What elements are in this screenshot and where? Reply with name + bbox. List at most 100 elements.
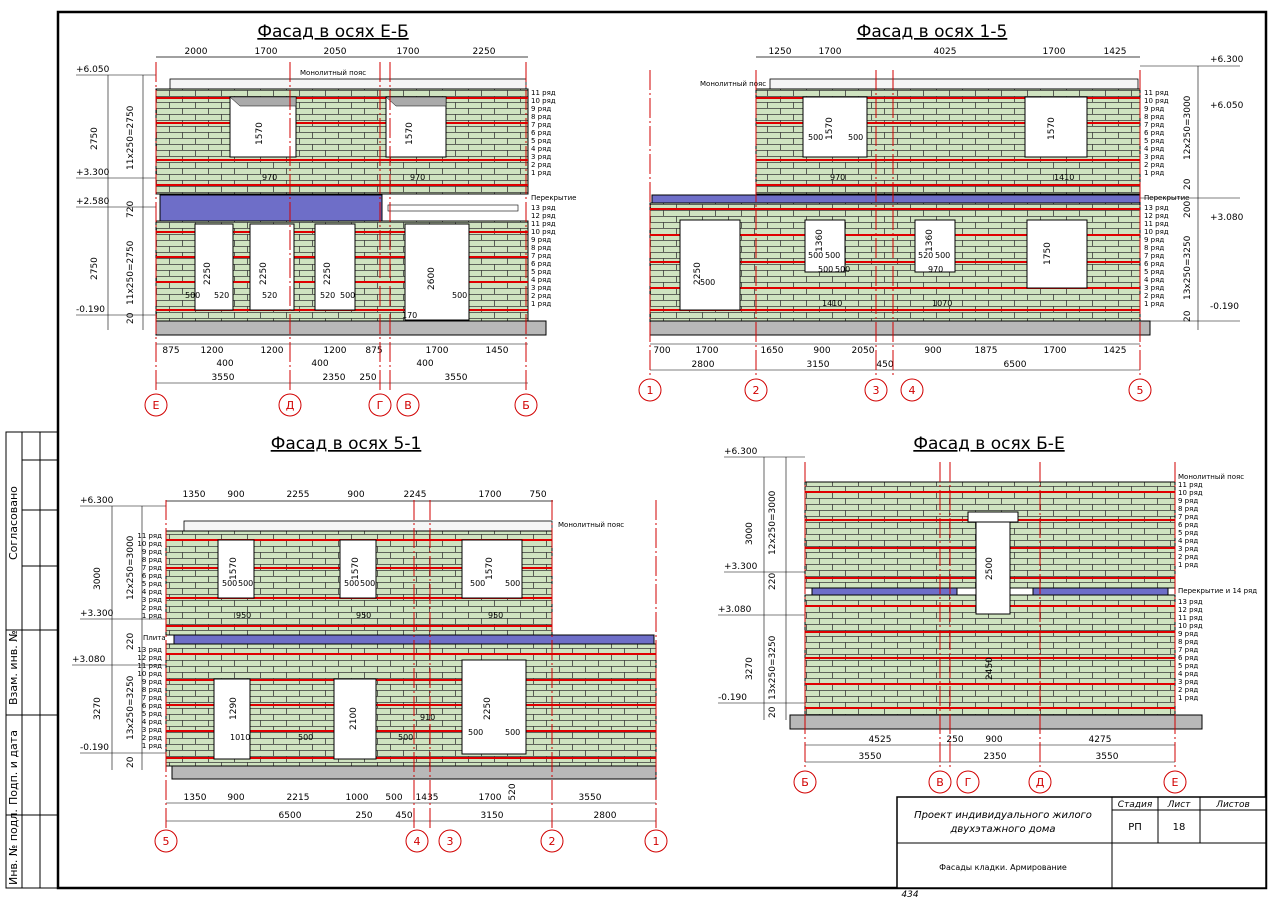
svg-text:900: 900 — [985, 735, 1002, 745]
dimension-note: 1070 — [932, 299, 952, 308]
svg-text:4525: 4525 — [869, 735, 892, 745]
svg-text:5 ряд: 5 ряд — [1144, 268, 1164, 276]
dimension-note: 500 — [505, 728, 520, 737]
svg-text:900: 900 — [813, 346, 830, 356]
dimension-note: 500 — [222, 579, 237, 588]
belt-label: Монолитный пояс — [558, 521, 624, 529]
svg-text:2050: 2050 — [852, 346, 875, 356]
dimension-note: 950 — [356, 611, 371, 620]
svg-text:4 ряд: 4 ряд — [1178, 670, 1198, 678]
svg-text:+3.300: +3.300 — [76, 168, 110, 178]
svg-text:12 ряд: 12 ряд — [531, 212, 556, 220]
axis-label: В — [404, 399, 412, 412]
svg-text:+6.050: +6.050 — [76, 65, 110, 75]
foundation — [155, 320, 547, 336]
svg-text:250: 250 — [355, 811, 372, 821]
svg-text:7 ряд: 7 ряд — [1178, 513, 1198, 521]
svg-text:13 ряд: 13 ряд — [137, 646, 162, 654]
svg-text:10 ряд: 10 ряд — [531, 97, 556, 105]
opening-sizes: 1570 1570 2250 2250 2250 2600 — [203, 122, 437, 290]
svg-text:7 ряд: 7 ряд — [1178, 646, 1198, 654]
svg-text:2250: 2250 — [203, 262, 213, 285]
svg-text:1750: 1750 — [1043, 242, 1053, 265]
svg-text:8 ряд: 8 ряд — [1144, 244, 1164, 252]
window-openings — [679, 96, 1088, 311]
svg-text:9 ряд: 9 ряд — [1144, 236, 1164, 244]
svg-text:8 ряд: 8 ряд — [142, 556, 162, 564]
svg-text:1700: 1700 — [397, 47, 420, 57]
svg-text:4025: 4025 — [934, 47, 957, 57]
svg-text:13 ряд: 13 ряд — [1144, 204, 1169, 212]
stage-value: РП — [1128, 822, 1142, 833]
svg-text:+3.300: +3.300 — [80, 609, 114, 619]
svg-text:13x250=3250: 13x250=3250 — [1183, 235, 1193, 300]
svg-text:3550: 3550 — [212, 373, 235, 383]
svg-text:+6.050: +6.050 — [1210, 101, 1244, 111]
top-dims: 1350 900 2255 900 2245 1700 750 — [183, 490, 547, 500]
svg-text:400: 400 — [216, 359, 233, 369]
svg-text:4 ряд: 4 ряд — [1144, 276, 1164, 284]
dimension-note: 500 — [298, 733, 313, 742]
facade-title: Фасад в осях 1-5 — [857, 22, 1008, 42]
svg-text:11 ряд: 11 ряд — [1144, 89, 1169, 97]
dimension-note: 520 — [918, 251, 933, 260]
dimension-note: 1410 — [1054, 173, 1074, 182]
svg-text:10 ряд: 10 ряд — [1144, 97, 1169, 105]
svg-text:1650: 1650 — [761, 346, 784, 356]
svg-text:2245: 2245 — [404, 490, 427, 500]
svg-text:+3.080: +3.080 — [718, 605, 752, 615]
svg-text:1570: 1570 — [485, 557, 495, 580]
svg-text:8 ряд: 8 ряд — [1178, 638, 1198, 646]
svg-text:11x250=2750: 11x250=2750 — [126, 240, 136, 305]
svg-text:-0.190: -0.190 — [76, 305, 105, 315]
levels: +6.300 +6.050 +3.080 -0.190 — [1140, 55, 1244, 322]
svg-text:1875: 1875 — [975, 346, 998, 356]
monolithic-belt — [169, 78, 527, 90]
dimension-note: 500 — [398, 733, 413, 742]
svg-text:2250: 2250 — [473, 47, 496, 57]
dimension-note: 500 — [808, 251, 823, 260]
svg-text:10 ряд: 10 ряд — [137, 540, 162, 548]
svg-text:8 ряд: 8 ряд — [1144, 113, 1164, 121]
axis-lines — [165, 500, 657, 830]
svg-text:5 ряд: 5 ряд — [142, 580, 162, 588]
svg-text:3 ряд: 3 ряд — [142, 596, 162, 604]
svg-text:1200: 1200 — [201, 346, 224, 356]
svg-text:2350: 2350 — [323, 373, 346, 383]
sheet-number: 18 — [1173, 822, 1186, 833]
svg-text:900: 900 — [347, 490, 364, 500]
sheet-header: Лист — [1167, 800, 1192, 810]
bottom-dims: 875 1200 1200 1200 875 1700 1450 400 400… — [156, 343, 528, 384]
stamp-replace-inv: Взам. инв. № — [7, 630, 20, 705]
svg-text:1700: 1700 — [426, 346, 449, 356]
axis-label: 3 — [447, 835, 454, 848]
svg-text:1 ряд: 1 ряд — [531, 169, 551, 177]
slab-right — [1032, 587, 1169, 596]
axis-label: 3 — [873, 384, 880, 397]
dimension-note: 500 — [452, 291, 467, 300]
svg-text:8 ряд: 8 ряд — [142, 686, 162, 694]
axis-label: 2 — [753, 384, 760, 397]
svg-text:12x250=3000: 12x250=3000 — [1183, 95, 1193, 160]
svg-text:4 ряд: 4 ряд — [1144, 145, 1164, 153]
axis-label: 4 — [909, 384, 916, 397]
svg-text:3270: 3270 — [745, 657, 755, 680]
svg-text:2450: 2450 — [985, 657, 995, 680]
svg-text:220: 220 — [768, 573, 778, 590]
svg-text:1 ряд: 1 ряд — [142, 612, 162, 620]
svg-text:20: 20 — [126, 756, 136, 768]
stamp-sign-date: Подп. и дата — [7, 730, 20, 805]
belt-label: Монолитный пояс — [700, 80, 766, 88]
svg-text:2350: 2350 — [984, 752, 1007, 762]
levels: +6.300 +3.300 +3.080 -0.190 — [72, 496, 166, 754]
svg-text:1 ряд: 1 ряд — [1178, 561, 1198, 569]
svg-text:1570: 1570 — [405, 122, 415, 145]
svg-text:1000: 1000 — [346, 793, 369, 803]
svg-text:1350: 1350 — [184, 793, 207, 803]
svg-text:720: 720 — [126, 201, 136, 218]
svg-text:9 ряд: 9 ряд — [1178, 630, 1198, 638]
dimension-note: 500 — [825, 251, 840, 260]
